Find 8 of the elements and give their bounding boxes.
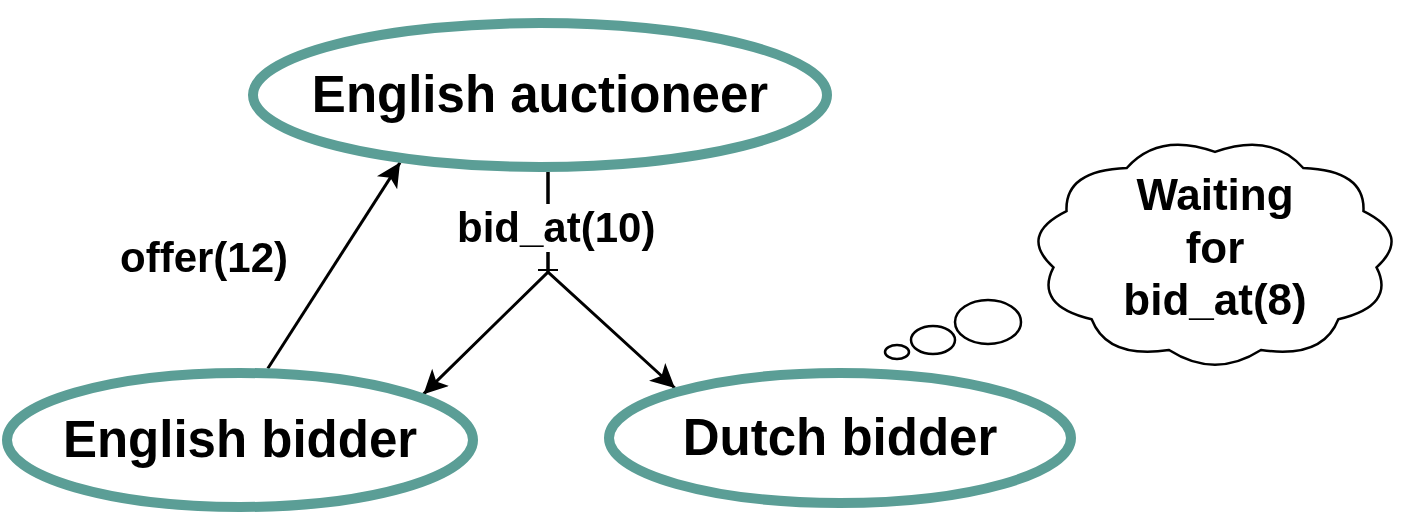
thought-text: Waiting for bid_at(8) — [1122, 168, 1308, 327]
state-ellipse — [2, 368, 478, 512]
state-ellipse — [604, 368, 1076, 508]
state-label: English auctioneer — [311, 65, 769, 126]
arrow — [266, 161, 402, 370]
state-label: English bidder — [62, 410, 418, 471]
state-label: Dutch bidder — [682, 408, 998, 469]
state-ellipse — [248, 18, 832, 172]
